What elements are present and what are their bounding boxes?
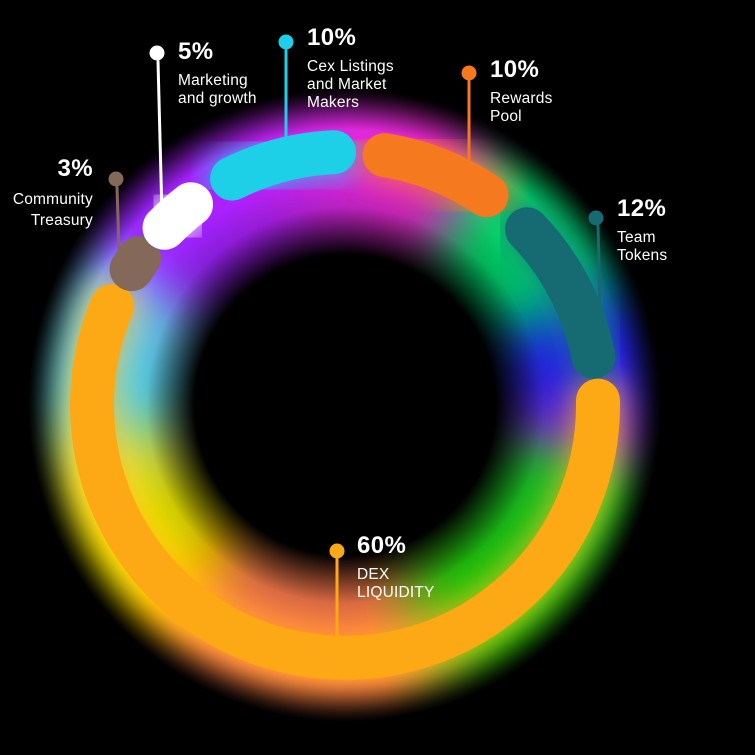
- pointer-line-community: [115, 185, 121, 253]
- segment-arcs: [70, 130, 621, 680]
- label-line: Rewards: [490, 90, 553, 107]
- percent-value: 3%: [57, 155, 93, 182]
- rainbow-glow-ring: [25, 85, 665, 725]
- arc-rewards: [362, 133, 509, 218]
- label-line: Community: [12, 191, 93, 208]
- label-line: LIQUIDITY: [357, 584, 435, 601]
- label-line: Cex Listings: [307, 58, 394, 75]
- pointer-dot-community: [108, 171, 124, 187]
- pointer-dot-team: [588, 210, 604, 226]
- label-team-tokens: 12% Team Tokens: [617, 196, 667, 265]
- percent-value: 60%: [357, 532, 407, 559]
- percent-value: 10%: [490, 56, 540, 83]
- label-line: Team: [617, 229, 656, 246]
- arc-dex: [70, 284, 621, 680]
- label-line: Pool: [490, 108, 522, 125]
- label-line: and growth: [178, 90, 257, 107]
- percent-value: 10%: [307, 24, 357, 51]
- label-line: and Market: [307, 76, 387, 93]
- label-marketing-growth: 5% Marketing and growth: [178, 39, 257, 108]
- arc-community: [109, 236, 161, 292]
- percent-value: 12%: [617, 195, 667, 222]
- label-dex-liquidity: 60% DEX LIQUIDITY: [357, 533, 435, 602]
- pointer-dot-dex: [329, 543, 345, 559]
- label-line: Tokens: [617, 247, 668, 264]
- label-rewards-pool: 10% Rewards Pool: [490, 57, 553, 126]
- pointer-dot-marketing: [149, 45, 165, 61]
- pointer-dot-rewards: [461, 65, 477, 81]
- label-line: Treasury: [30, 212, 93, 229]
- label-line: Makers: [307, 94, 360, 111]
- pointer-line-team: [596, 224, 602, 307]
- pointer-line-marketing: [156, 59, 164, 218]
- arc-cex: [210, 130, 356, 201]
- percent-value: 5%: [178, 38, 214, 65]
- label-line: Marketing: [178, 72, 248, 89]
- label-pointers: [108, 34, 604, 660]
- label-line: DEX: [357, 566, 390, 583]
- arc-team: [505, 207, 616, 379]
- pointer-dot-cex: [278, 34, 294, 50]
- label-community-treasury: 3% Community Treasury: [13, 156, 93, 231]
- label-cex-listings: 10% Cex Listings and Market Makers: [307, 25, 394, 112]
- arc-marketing: [142, 182, 213, 250]
